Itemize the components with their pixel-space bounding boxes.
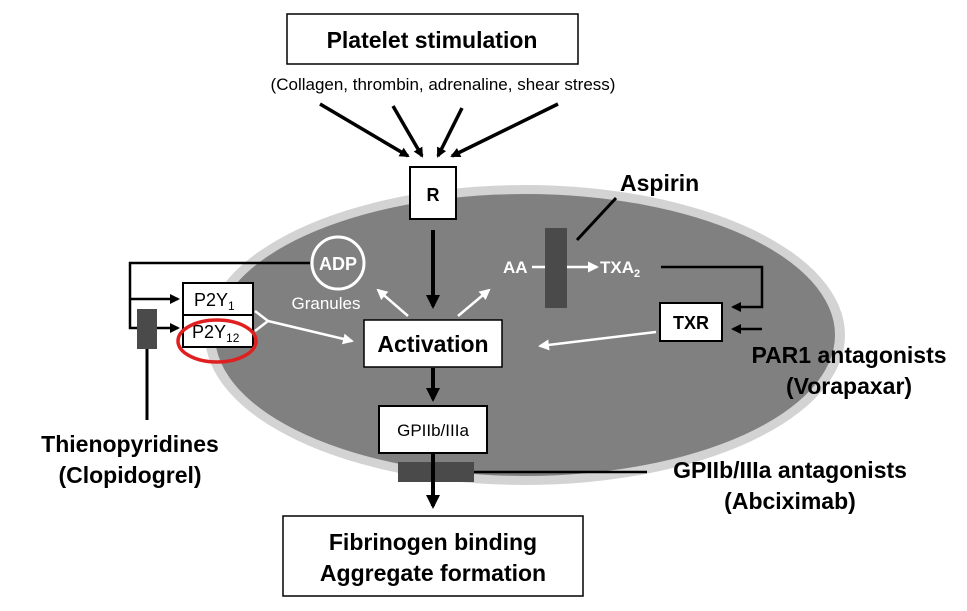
activation-box [363, 319, 503, 368]
stimulation-title: Platelet stimulation [327, 27, 538, 53]
par1-antagonists-label: PAR1 antagonists [751, 342, 946, 368]
p2y1-label: P2Y1 [194, 290, 235, 313]
gp-antagonists-label: GPIIb/IIIa antagonists [673, 457, 907, 483]
thienopyridine-inhibitor-block [137, 309, 157, 349]
p2y1-sub: 1 [228, 299, 235, 313]
vorapaxar-label: (Vorapaxar) [786, 373, 912, 399]
aspirin-pointer [575, 196, 618, 242]
stimulation-agonists: (Collagen, thrombin, adrenaline, shear s… [271, 75, 616, 94]
txr-label: TXR [673, 313, 709, 333]
stimulus-arrows [319, 102, 559, 158]
aspirin-label: Aspirin [620, 170, 699, 196]
fibrinogen-binding-label: Fibrinogen binding [329, 529, 537, 555]
aspirin-inhibitor-block [545, 228, 567, 308]
receptor-box [409, 166, 457, 220]
txa2-label: TXA2 [600, 258, 640, 280]
receptor-label: R [427, 185, 440, 205]
p2y12-label: P2Y12 [192, 322, 240, 345]
stimulation-box [286, 13, 579, 65]
p2y12-sub: 12 [226, 331, 240, 345]
abciximab-label: (Abciximab) [724, 488, 856, 514]
p2y12-main: P2Y [192, 322, 226, 342]
adp-label: ADP [319, 254, 357, 274]
txa2-sub: 2 [634, 268, 640, 280]
txr-box [659, 302, 723, 342]
platelet-body [215, 194, 835, 476]
p2y1-main: P2Y [194, 290, 228, 310]
activation-label: Activation [377, 331, 488, 357]
gp-box [378, 405, 488, 454]
clopidogrel-label: (Clopidogrel) [58, 462, 201, 488]
outcome-box [282, 515, 584, 597]
aa-label: AA [503, 258, 528, 277]
thienopyridines-label: Thienopyridines [41, 431, 219, 457]
gp-label: GPIIb/IIIa [397, 421, 469, 440]
activation-output-arrows [376, 288, 491, 317]
p2y12-highlight-ring [176, 318, 258, 364]
txr-to-activation-arrow [538, 330, 657, 351]
adp-granule [310, 235, 366, 291]
txa2-main: TXA [600, 258, 634, 277]
gp-inhibitor-block [398, 462, 474, 482]
txa2-to-txr-arrow [661, 265, 764, 312]
aggregate-formation-label: Aggregate formation [320, 560, 546, 586]
p2y-to-activation-arrow [254, 310, 354, 345]
granules-label: Granules [292, 294, 361, 313]
